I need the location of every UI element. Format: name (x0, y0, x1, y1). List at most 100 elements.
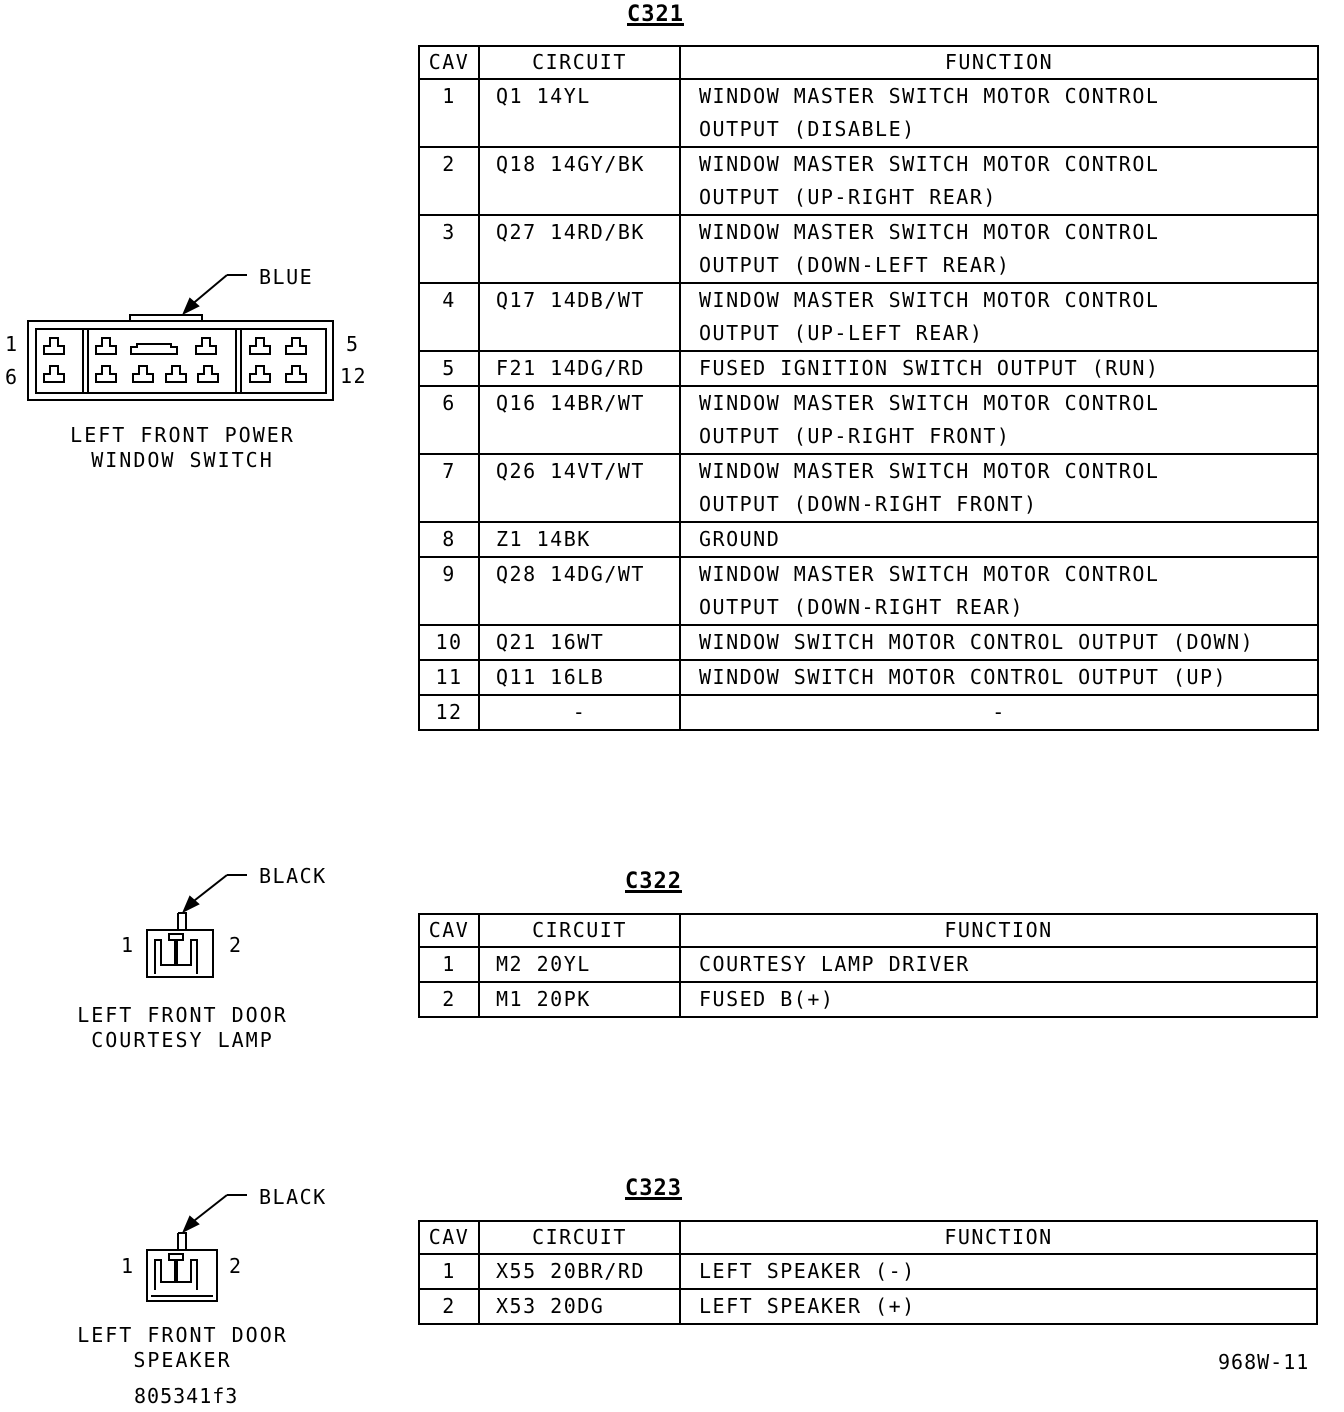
function-cell: WINDOW MASTER SWITCH MOTOR CONTROL OUTPUT… (679, 78, 1319, 148)
window-switch-connector-icon (27, 274, 334, 401)
circuit-cell: Q18 14GY/BK (478, 146, 681, 216)
cav-cell: 2 (418, 146, 480, 216)
cav-cell: 6 (418, 385, 480, 455)
window-switch-pin-5: 5 (346, 332, 360, 356)
column-header: CAV (418, 913, 480, 948)
function-line: WINDOW MASTER SWITCH MOTOR CONTROL (699, 562, 1160, 586)
function-cell: - (679, 694, 1319, 731)
cav-cell: 2 (418, 981, 480, 1018)
function-line: WINDOW MASTER SWITCH MOTOR CONTROL (699, 220, 1160, 244)
circuit-cell: F21 14DG/RD (478, 350, 681, 387)
table-row: 12-- (418, 694, 1319, 731)
function-cell: WINDOW SWITCH MOTOR CONTROL OUTPUT (UP) (679, 659, 1319, 696)
column-header: CAV (418, 45, 480, 80)
cav-cell: 5 (418, 350, 480, 387)
function-line: OUTPUT (UP-RIGHT FRONT) (699, 424, 1011, 448)
figure-code: 968W-11 (1218, 1350, 1310, 1374)
courtesy-lamp-pin-1: 1 (121, 933, 135, 957)
c321-title: C321 (627, 2, 684, 27)
speaker-connector-icon (146, 1194, 247, 1302)
c322-title: C322 (625, 869, 682, 894)
cav-cell: 11 (418, 659, 480, 696)
cav-cell: 2 (418, 1288, 480, 1325)
function-line: WINDOW SWITCH MOTOR CONTROL OUTPUT (UP) (699, 665, 1228, 689)
function-line: FUSED IGNITION SWITCH OUTPUT (RUN) (699, 356, 1160, 380)
function-cell: GROUND (679, 521, 1319, 558)
function-line: GROUND (699, 527, 781, 551)
function-cell: LEFT SPEAKER (+) (679, 1288, 1318, 1325)
cav-cell: 9 (418, 556, 480, 626)
window-switch-pin-1: 1 (5, 332, 19, 356)
function-cell: FUSED IGNITION SWITCH OUTPUT (RUN) (679, 350, 1319, 387)
function-cell: WINDOW SWITCH MOTOR CONTROL OUTPUT (DOWN… (679, 624, 1319, 661)
cav-cell: 1 (418, 946, 480, 983)
circuit-cell: Q16 14BR/WT (478, 385, 681, 455)
function-line: OUTPUT (DOWN-RIGHT FRONT) (699, 492, 1038, 516)
function-cell: WINDOW MASTER SWITCH MOTOR CONTROL OUTPUT… (679, 385, 1319, 455)
column-header: CIRCUIT (478, 45, 681, 80)
function-line: LEFT SPEAKER (-) (699, 1259, 916, 1283)
function-cell: WINDOW MASTER SWITCH MOTOR CONTROL OUTPUT… (679, 214, 1319, 284)
speaker-pin-1: 1 (121, 1254, 135, 1278)
courtesy-lamp-connector-icon (146, 874, 247, 978)
circuit-cell: Q21 16WT (478, 624, 681, 661)
cav-cell: 8 (418, 521, 480, 558)
speaker-caption: LEFT FRONT DOOR SPEAKER (77, 1323, 288, 1372)
circuit-cell: M2 20YL (478, 946, 681, 983)
column-header: CIRCUIT (478, 913, 681, 948)
circuit-cell: M1 20PK (478, 981, 681, 1018)
speaker-pin-2: 2 (229, 1254, 243, 1278)
function-line: OUTPUT (UP-RIGHT REAR) (699, 185, 997, 209)
function-line: WINDOW MASTER SWITCH MOTOR CONTROL (699, 152, 1160, 176)
window-switch-color-label: BLUE (259, 265, 314, 289)
function-line: WINDOW MASTER SWITCH MOTOR CONTROL (699, 459, 1160, 483)
courtesy-lamp-pin-2: 2 (229, 933, 243, 957)
column-header: FUNCTION (679, 913, 1318, 948)
part-code: 805341f3 (134, 1384, 239, 1408)
function-line: WINDOW MASTER SWITCH MOTOR CONTROL (699, 84, 1160, 108)
function-line: OUTPUT (DISABLE) (699, 117, 916, 141)
function-line: FUSED B(+) (699, 987, 835, 1011)
function-line: - (992, 700, 1006, 724)
cav-cell: 4 (418, 282, 480, 352)
circuit-cell: Q28 14DG/WT (478, 556, 681, 626)
circuit-cell: Q26 14VT/WT (478, 453, 681, 523)
circuit-cell: Z1 14BK (478, 521, 681, 558)
cav-cell: 7 (418, 453, 480, 523)
courtesy-lamp-color-label: BLACK (259, 864, 327, 888)
cav-cell: 1 (418, 78, 480, 148)
circuit-cell: Q1 14YL (478, 78, 681, 148)
function-line: OUTPUT (DOWN-LEFT REAR) (699, 253, 1011, 277)
function-line: COURTESY LAMP DRIVER (699, 952, 970, 976)
function-line: WINDOW MASTER SWITCH MOTOR CONTROL (699, 391, 1160, 415)
cav-cell: 10 (418, 624, 480, 661)
courtesy-lamp-caption: LEFT FRONT DOOR COURTESY LAMP (77, 1003, 288, 1052)
window-switch-pin-6: 6 (5, 365, 19, 389)
window-switch-pin-12: 12 (340, 364, 368, 388)
speaker-color-label: BLACK (259, 1185, 327, 1209)
column-header: CIRCUIT (478, 1220, 681, 1255)
circuit-cell: Q27 14RD/BK (478, 214, 681, 284)
column-header: CAV (418, 1220, 480, 1255)
function-line: WINDOW SWITCH MOTOR CONTROL OUTPUT (DOWN… (699, 630, 1255, 654)
cav-cell: 1 (418, 1253, 480, 1290)
circuit-cell: - (478, 694, 681, 731)
